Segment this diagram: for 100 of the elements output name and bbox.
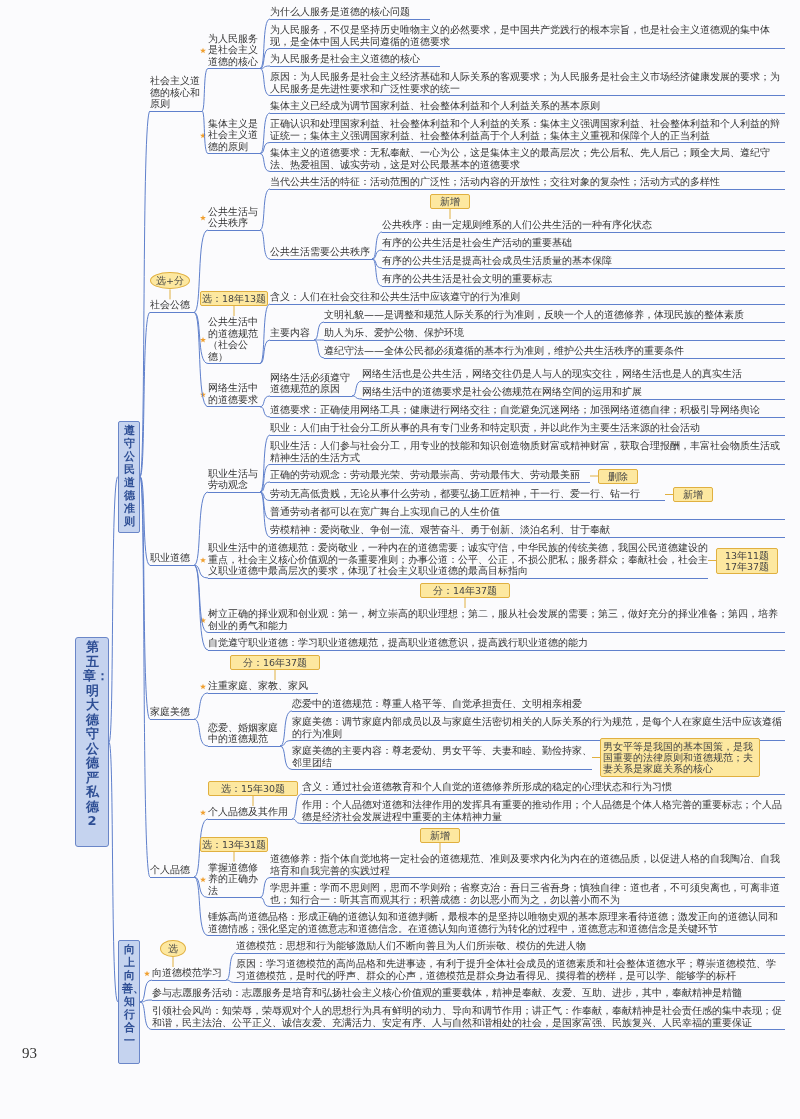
branch-line — [371, 231, 383, 260]
branch-line — [351, 380, 363, 397]
branch-line — [259, 48, 271, 69]
topic-label: 注重家庭、家教、家风 — [208, 680, 318, 694]
topic-label: 公共生活需要公共秩序 — [270, 246, 372, 260]
topic-label: 职业生活中的道德规范：爱岗敬业，一种内在的道德需要；诚实守信，中华民族的传统美德，我国公民道德建设的重点，社会主义核心价值观的一条重要准则；办事公道：公平、公正，不损公肥私；服务群众；奉献社会，社会主义职业道德中最高层次的要求，体现了社会主义职业道德的最高目标指向 — [208, 542, 708, 579]
branch-line — [279, 745, 293, 770]
branch-line — [139, 311, 151, 477]
topic-label: 含义：通过社会道德教育和个人自觉的道德修养所形成的稳定的心理状态和行为习惯 — [302, 781, 785, 795]
topic-label: 职业：人们由于社会分工所从事的具有专门业务和特定职责，并以此作为主要生活来源的社会活动 — [270, 422, 785, 436]
branch-line — [201, 68, 209, 112]
topic-label: 原因：为人民服务是社会主义经济基础和人际关系的客观要求；为人民服务是社会主义市场经济健康发展的要求；为人民服务是先进性要求和广泛性要求的统一 — [270, 71, 785, 96]
branch-line — [193, 818, 209, 878]
branch-line — [193, 718, 209, 747]
topic-label: 含义：人们在社会交往和公共生活中应该遵守的行为准则 — [270, 291, 785, 305]
branch-line — [313, 339, 325, 341]
topic-label: 作用：个人品德对道德和法律作用的发挥具有重要的推动作用；个人品德是个体人格完善的重要标志；个人品德是经济社会发展进程中重要的主体精神力量 — [302, 799, 785, 824]
topic-label: 文明礼貌——是调整和规范人际关系的行为准则，反映一个人的道德修养，体现民族的整体素质 — [324, 309, 785, 323]
branch-line — [259, 229, 271, 260]
branch-line — [259, 897, 271, 907]
topic-label: 个人品德 — [150, 864, 194, 878]
branch-line — [193, 491, 209, 566]
topic-label: 树立正确的择业观和创业观：第一，树立崇高的职业理想；第二，服从社会发展的需要；第三，做好充分的择业准备；第四，培养创业的勇气和能力 — [208, 608, 785, 633]
branch-line — [259, 188, 271, 231]
branch-line — [259, 303, 271, 364]
branch-line — [351, 395, 363, 400]
topic-label: 为人民服务，不仅是坚持历史唯物主义的必然要求，是中国共产党践行的根本宗旨，也是社会主义道德观的集中体现，是全体中国人民共同遵循的道德要求 — [270, 24, 785, 49]
callout-note: 男女平等是我国的基本国策，是我国重要的法律原则和道德规范；夫妻关系是家庭关系的核心 — [600, 738, 760, 777]
branch-line — [139, 979, 153, 1003]
branch-line — [259, 112, 271, 154]
topic-label: 公共生活与公共秩序 — [208, 205, 260, 231]
topic-label: 助人为乐、爱护公物、保护环境 — [324, 327, 785, 341]
branch-line — [291, 818, 303, 824]
branch-line — [193, 229, 209, 313]
topic-label: 道德模范：思想和行为能够激励人们不断向善且为人们所崇敬、模仿的先进人物 — [236, 940, 785, 954]
topic-label: 原因：学习道德模范的高尚品格和先进事迹，有利于提升全体社会成员的道德素质和社会整体道德水平；尊崇道德模范、学习道德模范，是时代的呼声、群众的心声，道德模范是群众身边看得见、摸得着的榜样，是可以学、能够学的标杆 — [236, 958, 785, 983]
topic-label: 道德修养：指个体自觉地将一定社会的道德规范、准则及要求内化为内在的道德品质，以促进人格的自我陶冶、自我培育和自我完善的实践过程 — [270, 853, 785, 878]
topic-label: 引领社会风尚：知荣辱，荣辱观对个人的思想行为具有鲜明的动力、导向和调节作用；讲正气：作奉献，奉献精神是社会责任感的集中表现；促和谐，民主法治、公平正义、诚信友爱、充满活力、安定有序、人与自然和谐相处的社会，是国家富强、民族复兴、人民幸福的重要保证 — [152, 1005, 785, 1030]
branch-line — [193, 692, 209, 720]
branch-line — [259, 153, 271, 172]
branch-line — [279, 710, 293, 747]
topic-label: 正确的劳动观念：劳动最光荣、劳动最崇高、劳动最伟大、劳动最美丽 — [270, 469, 590, 483]
topic-label: 自觉遵守职业道德：学习职业道德规范，提高职业道德意识，提高践行职业道德的能力 — [208, 637, 785, 651]
branch-line — [259, 491, 271, 501]
callout-note: 选+分 — [150, 272, 190, 290]
branch-line — [259, 491, 271, 538]
topic-label: 职业生活：人们参与社会分工，用专业的技能和知识创造物质财富或精神财富，获取合理报酬，丰富社会物质生活或精神生活的生活方式 — [270, 440, 785, 465]
branch-line — [225, 979, 237, 983]
topic-label: 家庭美德 — [150, 706, 194, 720]
topic-label: 社会主义道德的核心和原则 — [150, 75, 202, 112]
callout-note: 新增 — [430, 194, 470, 209]
topic-label: 公共生活中的道德规范（社会公德） — [208, 316, 260, 364]
branch-line — [313, 339, 325, 359]
branch-line — [139, 999, 153, 1003]
branch-line — [259, 18, 271, 69]
branch-line — [259, 464, 271, 493]
branch-line — [313, 321, 325, 341]
topic-label: 学思并重：学而不思则罔，思而不学则殆；省察克治：吾日三省吾身；慎独自律：道也者，不可须臾离也，可离非道也；知行合一：听其言而观其行；积善成德：勿以恶小而为之，勿以善小而不为 — [270, 882, 785, 907]
topic-label: 为人民服务是社会主义道德的核心 — [208, 32, 260, 69]
branch-line — [108, 741, 119, 1003]
callout-note: 删除 — [598, 468, 638, 484]
topic-label: 普通劳动者都可以在宽广舞台上实现自己的人生价值 — [270, 506, 785, 520]
topic-label: 为什么人服务是道德的核心问题 — [270, 6, 430, 20]
topic-label: 集体主义已经成为调节国家利益、社会整体利益和个人利益关系的基本原则 — [270, 100, 785, 114]
branch-line — [193, 311, 209, 364]
topic-label: 主要内容 — [270, 327, 314, 341]
callout-note: 13年11题 17年37题 — [716, 547, 778, 574]
topic-label: 正确认识和处理国家利益、社会整体利益和个人利益的关系：集体主义强调国家利益、社会整体利益和个人利益的辩证统一；集体主义强调国家利益、社会整体利益高于个人利益；集体主义重视和保障个人的正当利益 — [270, 118, 785, 143]
branch-line — [193, 564, 209, 579]
topic-label: 恋爱中的道德规范：尊重人格平等、自觉承担责任、文明相亲相爱 — [292, 698, 785, 712]
topic-label: 有序的公共生活是社会文明的重要标志 — [382, 273, 785, 287]
page-number: 93 — [22, 1045, 37, 1062]
branch-line — [259, 877, 271, 898]
topic-label: 当代公共生活的特征：活动范围的广泛性；活动内容的开放性；交往对象的复杂性；活动方式的多样性 — [270, 176, 785, 190]
callout-note: 新增 — [673, 487, 713, 502]
callout-note: 分：16年37题 — [230, 655, 320, 670]
section-title-box: 向上向善、知行合一 — [118, 940, 140, 1064]
branch-line — [259, 68, 271, 96]
callout-note: 选：15年30题 — [208, 781, 298, 796]
branch-line — [259, 481, 271, 493]
topic-label: 职业生活与劳动观念 — [208, 467, 260, 493]
callout-note: 分：14年37题 — [420, 583, 510, 598]
topic-label: 向道德模范学习 — [152, 967, 226, 981]
chapter-title-box: 第五章：明大德守公德严私德2 — [75, 637, 109, 848]
topic-label: 为人民服务是社会主义道德的核心 — [270, 53, 440, 67]
branch-line — [139, 110, 151, 477]
topic-label: 网络生活中的道德要求是社会公德规范在网络空间的运用和扩展 — [362, 386, 785, 400]
branch-line — [371, 258, 383, 269]
topic-label: 社会公德 — [150, 299, 194, 313]
branch-line — [259, 339, 271, 364]
topic-label: 有序的公共生活是社会生产活动的重要基础 — [382, 237, 785, 251]
topic-label: 劳模精神：爱岗敬业、争创一流、艰苦奋斗、勇于创新、淡泊名利、甘于奉献 — [270, 524, 785, 538]
branch-line — [279, 740, 293, 747]
topic-label: 家庭美德的主要内容：尊老爱幼、男女平等、夫妻和睦、勤俭持家、邻里团结 — [292, 745, 592, 770]
topic-label: 职业道德 — [150, 552, 194, 566]
branch-line — [259, 406, 271, 418]
callout-note: 选：18年13题 — [200, 291, 268, 306]
topic-label: 道德要求：正确使用网络工具；健康进行网络交往；自觉避免沉迷网络；加强网络道德自律；积极引导网络舆论 — [270, 404, 785, 418]
branch-line — [193, 876, 209, 898]
branch-line — [193, 311, 209, 408]
